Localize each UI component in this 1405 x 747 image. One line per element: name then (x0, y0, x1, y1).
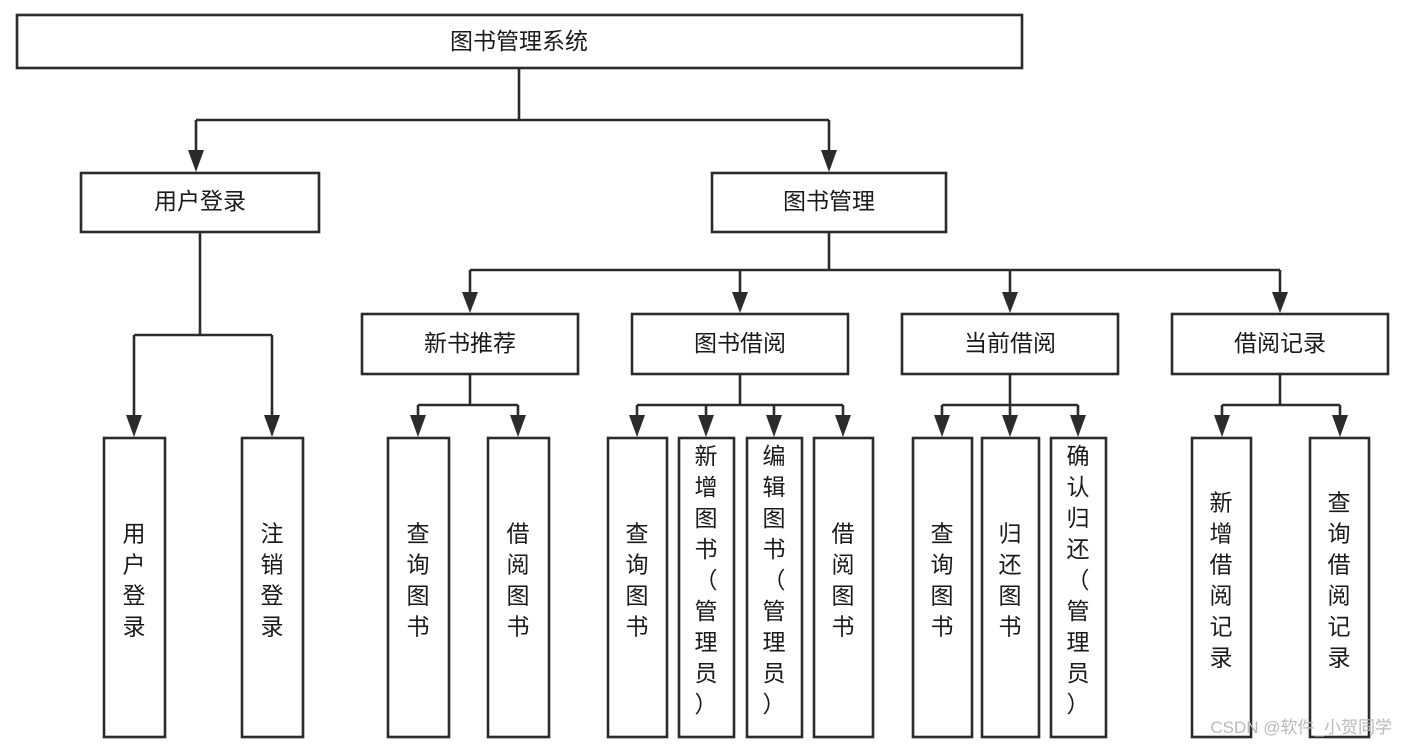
node-leaf-confirm-return[interactable]: 确认归还（管理员） (1049, 436, 1108, 739)
node-leaf-confirm-return-label: 确认归还（管理员） (1067, 443, 1090, 717)
node-current-borrow-label: 当前借阅 (964, 330, 1056, 356)
node-leaf-edit-book[interactable]: 编辑图书（管理员） (745, 436, 804, 739)
node-book-borrow-box[interactable] (630, 312, 850, 376)
arrow-to-borrow-record (1272, 292, 1288, 313)
node-leaf-add-record-label: 新增借阅记录 (1210, 490, 1233, 671)
node-leaf-borrow-book-1[interactable]: 借阅图书 (486, 436, 551, 739)
arrow-to-current-borrow (1002, 292, 1018, 313)
arrow-to-leaf-edit-book (766, 415, 782, 437)
arrow-to-leaf-add-record (1214, 415, 1230, 437)
node-leaf-edit-book-box[interactable] (745, 436, 804, 739)
node-leaf-query-record[interactable]: 查询借阅记录 (1308, 436, 1371, 739)
node-leaf-user-login[interactable]: 用户登录 (102, 436, 167, 739)
arrow-to-leaf-query-book-3 (934, 415, 950, 437)
arrow-to-leaf-logout-login (264, 415, 280, 437)
node-leaf-query-book-2[interactable]: 查询图书 (606, 436, 669, 739)
csdn-watermark: CSDN @软件_小贺同学 (1210, 718, 1392, 737)
node-root-label: 图书管理系统 (450, 28, 588, 54)
node-book-manage[interactable]: 图书管理 (710, 171, 948, 234)
node-leaf-query-book-2-label: 查询图书 (626, 521, 649, 640)
node-root[interactable]: 图书管理系统 (15, 13, 1024, 70)
node-leaf-query-record-label: 查询借阅记录 (1328, 490, 1351, 671)
node-leaf-query-book-1[interactable]: 查询图书 (386, 436, 451, 739)
arrow-to-leaf-query-record (1332, 415, 1348, 437)
arrow-to-leaf-borrow-book-2 (835, 415, 851, 437)
node-new-book-recommend-label: 新书推荐 (424, 330, 516, 356)
node-book-borrow-label: 图书借阅 (694, 330, 786, 356)
node-current-borrow[interactable]: 当前借阅 (900, 312, 1120, 376)
node-borrow-record[interactable]: 借阅记录 (1170, 312, 1390, 376)
node-root-box[interactable] (15, 13, 1024, 70)
node-leaf-query-record-box[interactable] (1308, 436, 1371, 739)
node-leaf-borrow-book-2[interactable]: 借阅图书 (812, 436, 875, 739)
node-leaf-query-book-3-box[interactable] (911, 436, 974, 739)
node-leaf-user-login-box[interactable] (102, 436, 167, 739)
node-leaf-query-book-1-box[interactable] (386, 436, 451, 739)
node-leaf-borrow-book-1-box[interactable] (486, 436, 551, 739)
node-book-manage-box[interactable] (710, 171, 948, 234)
connector-layer (126, 68, 1348, 437)
arrow-to-leaf-query-book-1 (410, 415, 426, 437)
arrow-root-to-user-login (188, 150, 204, 172)
node-leaf-logout-login[interactable]: 注销登录 (240, 436, 305, 739)
arrow-to-leaf-query-book-2 (629, 415, 645, 437)
node-book-borrow[interactable]: 图书借阅 (630, 312, 850, 376)
node-leaf-add-book-label: 新增图书（管理员） (695, 443, 718, 717)
node-leaf-logout-login-box[interactable] (240, 436, 305, 739)
node-leaf-add-book-box[interactable] (677, 436, 736, 739)
node-leaf-query-book-2-box[interactable] (606, 436, 669, 739)
node-leaf-add-record-box[interactable] (1190, 436, 1253, 739)
node-book-manage-label: 图书管理 (783, 188, 875, 214)
node-leaf-edit-book-label: 编辑图书（管理员） (763, 443, 786, 717)
node-leaf-query-book-3-label: 查询图书 (931, 521, 954, 640)
node-leaf-borrow-book-2-box[interactable] (812, 436, 875, 739)
node-user-login-box[interactable] (79, 171, 321, 234)
arrow-to-new-book-recommend (462, 292, 478, 313)
arrow-to-leaf-confirm-return (1070, 415, 1086, 437)
node-leaf-query-book-3[interactable]: 查询图书 (911, 436, 974, 739)
node-leaf-return-book[interactable]: 归还图书 (980, 436, 1041, 739)
node-new-book-recommend-box[interactable] (360, 312, 580, 376)
arrow-to-leaf-add-book (698, 415, 714, 437)
node-borrow-record-box[interactable] (1170, 312, 1390, 376)
node-leaf-add-record[interactable]: 新增借阅记录 (1190, 436, 1253, 739)
arrow-root-to-book-manage (821, 150, 837, 172)
node-current-borrow-box[interactable] (900, 312, 1120, 376)
node-leaf-borrow-book-2-label: 借阅图书 (832, 521, 855, 640)
arrow-to-leaf-borrow-book-1 (510, 415, 526, 437)
node-user-login[interactable]: 用户登录 (79, 171, 321, 234)
node-leaf-borrow-book-1-label: 借阅图书 (507, 521, 530, 640)
node-leaf-return-book-box[interactable] (980, 436, 1041, 739)
node-leaf-user-login-label: 用户登录 (123, 521, 146, 640)
node-leaf-confirm-return-box[interactable] (1049, 436, 1108, 739)
node-leaf-return-book-label: 归还图书 (999, 521, 1022, 640)
node-leaf-add-book[interactable]: 新增图书（管理员） (677, 436, 736, 739)
node-user-login-label: 用户登录 (154, 188, 246, 214)
arrow-to-book-borrow (732, 292, 748, 313)
node-leaf-logout-login-label: 注销登录 (261, 521, 284, 640)
arrow-to-leaf-return-book (1002, 415, 1018, 437)
node-borrow-record-label: 借阅记录 (1234, 330, 1326, 356)
node-new-book-recommend[interactable]: 新书推荐 (360, 312, 580, 376)
arrow-to-leaf-user-login (126, 415, 142, 437)
node-leaf-query-book-1-label: 查询图书 (407, 521, 430, 640)
